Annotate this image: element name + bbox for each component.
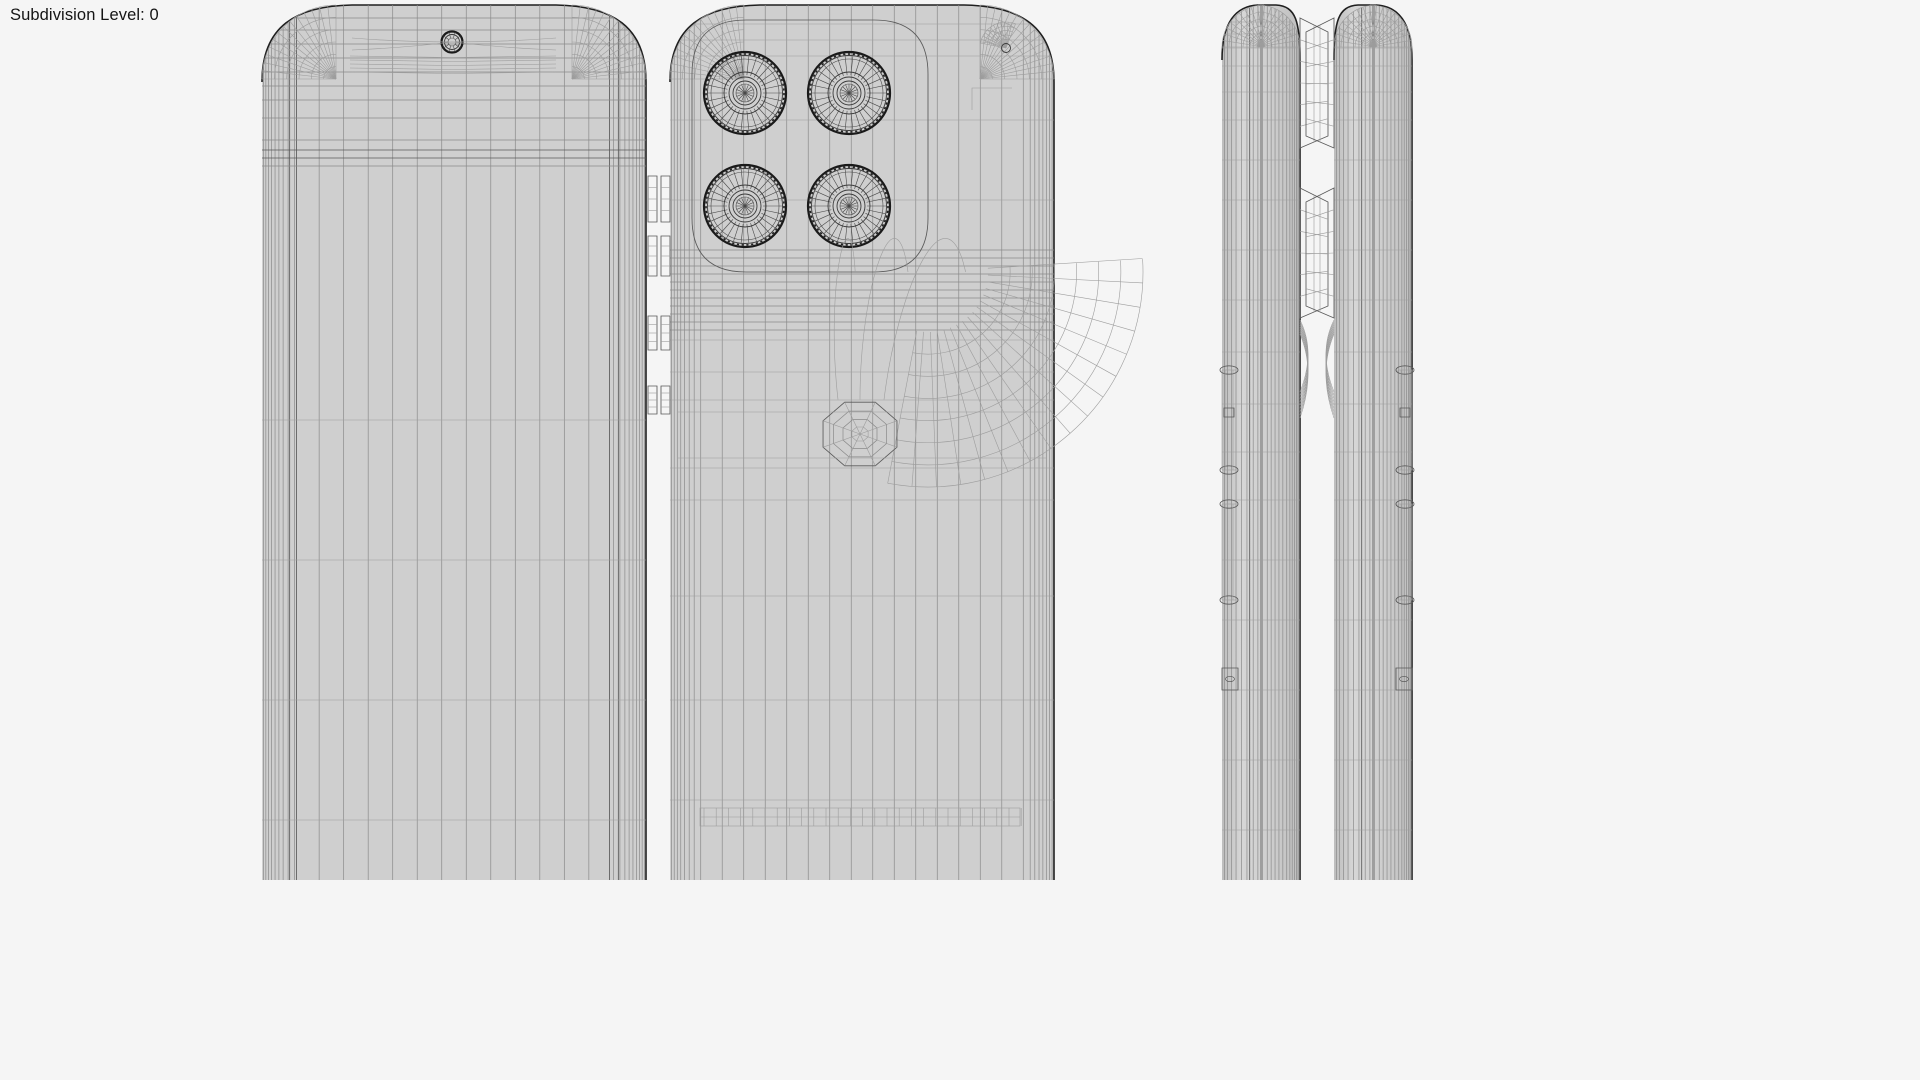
right-side-wireframe bbox=[1333, 4, 1413, 880]
volume-rocker-and-power-button[interactable] bbox=[1220, 366, 1238, 690]
camera-lens-top-right[interactable] bbox=[806, 50, 892, 136]
back-shell-outline bbox=[669, 4, 1055, 880]
front-top-cap-wires bbox=[261, 4, 647, 80]
octagon-logo-icon bbox=[678, 238, 1046, 465]
front-shell-outline bbox=[261, 4, 647, 880]
left-side-outline bbox=[1221, 4, 1301, 880]
front-side-buttons bbox=[648, 176, 657, 414]
right-side-profile-view[interactable] bbox=[1306, 4, 1414, 880]
camera-bump-wireframe bbox=[692, 20, 1144, 488]
back-wireframe bbox=[669, 4, 1055, 880]
camera-lens-top-left[interactable] bbox=[702, 50, 788, 136]
back-shell-body bbox=[670, 5, 1054, 880]
right-side-camera-bump bbox=[1306, 18, 1334, 419]
left-side-camera-bump bbox=[1300, 18, 1328, 419]
camera-lens-bottom-right[interactable] bbox=[806, 163, 892, 249]
front-shell-body bbox=[262, 5, 646, 880]
front-view[interactable] bbox=[261, 4, 657, 880]
sim-tray-and-buttons[interactable] bbox=[1396, 366, 1414, 690]
quad-camera-array[interactable] bbox=[702, 50, 892, 249]
flash-module-icon bbox=[971, 21, 1016, 110]
punch-hole-camera bbox=[351, 30, 557, 54]
back-view[interactable] bbox=[661, 4, 1144, 880]
camera-lens-bottom-left[interactable] bbox=[702, 163, 788, 249]
speaker-grille bbox=[699, 807, 1022, 827]
left-side-profile-view[interactable] bbox=[1220, 4, 1328, 880]
left-side-wireframe bbox=[1221, 4, 1301, 880]
back-side-buttons bbox=[661, 176, 670, 414]
